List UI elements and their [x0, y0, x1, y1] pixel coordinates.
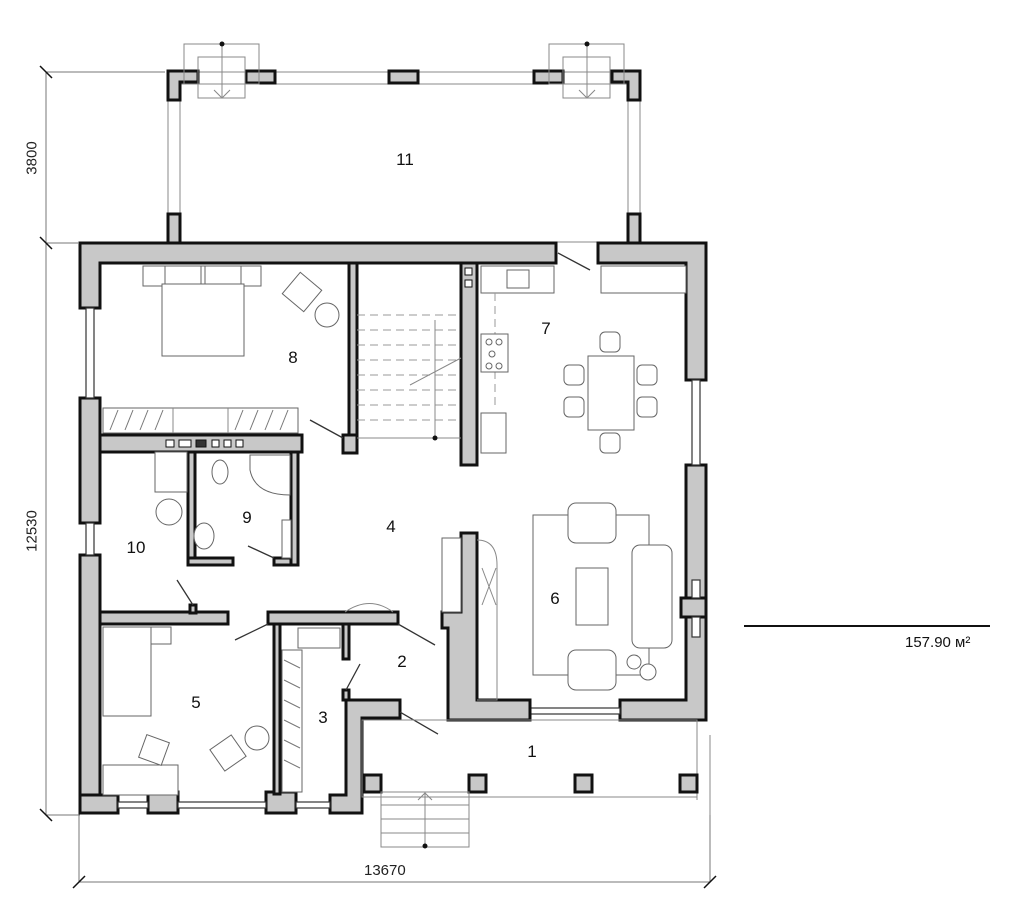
interior-walls — [98, 261, 532, 796]
terrace-structure — [166, 41, 642, 245]
room-label-5: 5 — [191, 693, 201, 712]
room-label-7: 7 — [541, 319, 551, 338]
kitchen-furniture — [464, 265, 687, 454]
bedroom-5-furniture — [102, 626, 341, 796]
dimension-house-width: 13670 — [364, 862, 406, 879]
dimension-lines — [39, 65, 717, 889]
dimension-terrace-depth: 3800 — [23, 141, 41, 175]
room-label-10: 10 — [126, 538, 146, 557]
room-label-2: 2 — [397, 652, 407, 671]
room-label-1: 1 — [527, 742, 537, 761]
living-room-furniture — [441, 502, 673, 701]
room-label-6: 6 — [550, 589, 560, 608]
doors — [176, 252, 591, 735]
wardrobe-hatching — [109, 409, 301, 769]
porch — [361, 719, 711, 849]
room-label-9: 9 — [242, 508, 252, 527]
room-label-11: 11 — [396, 150, 414, 169]
total-area: 157.90 м² — [905, 634, 971, 651]
bedroom-8-furniture — [102, 265, 340, 448]
bathroom-furniture — [154, 451, 292, 559]
staircase — [357, 314, 462, 441]
room-label-8: 8 — [288, 348, 298, 367]
dimension-house-depth: 12530 — [23, 510, 41, 552]
area-underline — [744, 625, 990, 627]
room-label-3: 3 — [318, 708, 328, 727]
room-label-4: 4 — [386, 517, 396, 536]
